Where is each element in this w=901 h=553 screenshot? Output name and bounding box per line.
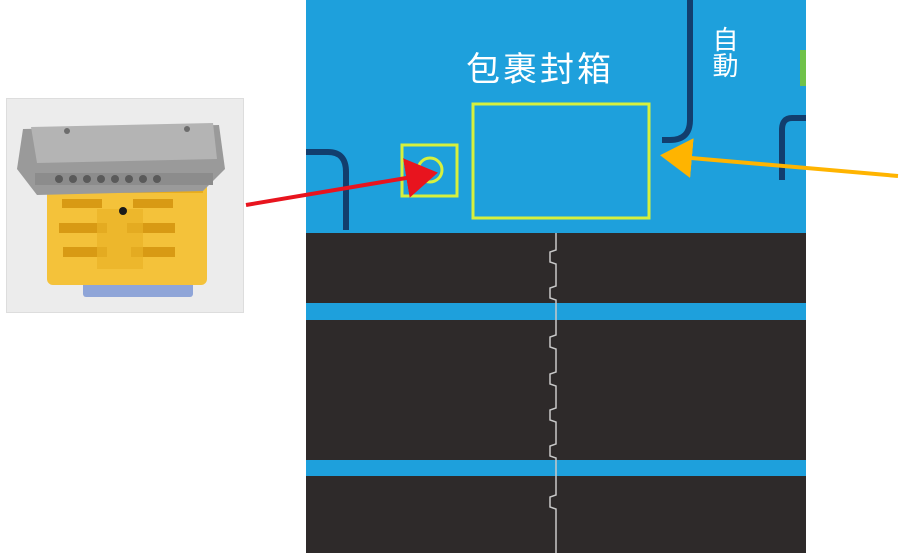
red-arrow [245, 158, 438, 207]
mat-graphics [306, 0, 806, 553]
lego-box-illustration [7, 99, 243, 312]
lego-box-photo [6, 98, 244, 313]
orange-arrow [660, 138, 899, 179]
mat-vertical-label: 自動 [708, 26, 738, 78]
package-zone [471, 102, 651, 220]
mat-seam [549, 233, 557, 553]
mat-zone-title: 包裹封箱 [466, 50, 614, 90]
competition-mat: 包裹封箱 自動 [306, 0, 806, 553]
